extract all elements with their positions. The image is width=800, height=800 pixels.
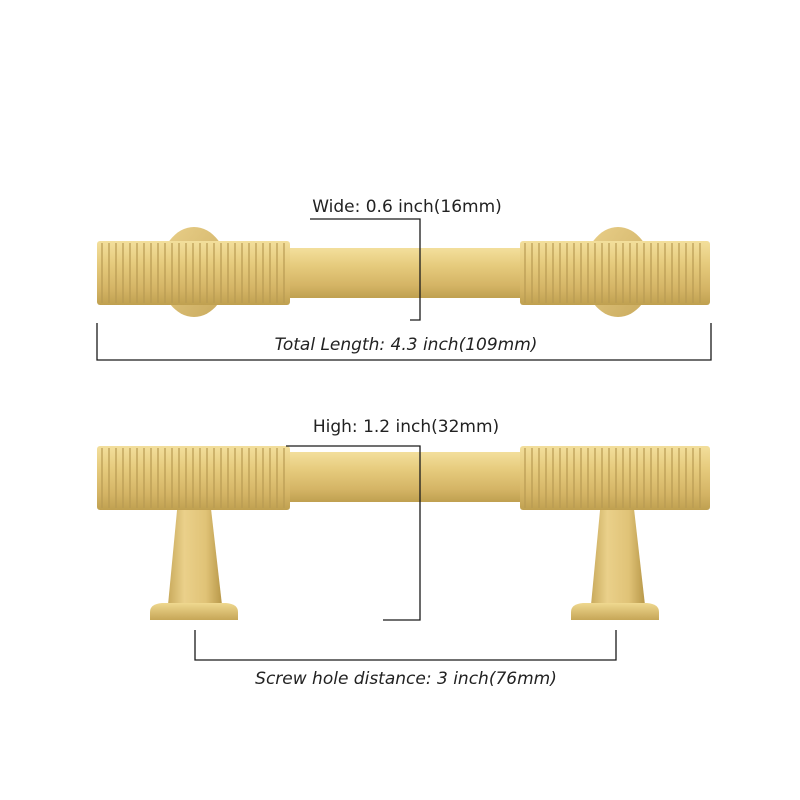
left-base xyxy=(150,603,238,620)
total-length-label: Total Length: 4.3 inch(109mm) xyxy=(275,335,538,355)
total-length-dimension: Total Length: 4.3 inch(109mm) xyxy=(96,323,712,361)
top-right-grip xyxy=(520,241,710,305)
high-label: High: 1.2 inch(32mm) xyxy=(313,417,499,437)
wide-dimension-bracket xyxy=(310,218,421,321)
screw-distance-bracket xyxy=(194,630,617,661)
left-post xyxy=(168,500,222,605)
high-dimension: High: 1.2 inch(32mm) xyxy=(286,417,499,621)
right-post xyxy=(591,500,645,605)
wide-label: Wide: 0.6 inch(16mm) xyxy=(312,197,502,217)
top-center-bar xyxy=(282,248,530,298)
side-grip-grooves xyxy=(101,448,701,508)
side-view-handle xyxy=(97,446,710,620)
total-length-bracket xyxy=(96,323,712,361)
top-view-handle xyxy=(97,227,710,317)
top-grip-grooves xyxy=(101,243,701,303)
screw-distance-label: Screw hole distance: 3 inch(76mm) xyxy=(255,669,557,689)
wide-dimension: Wide: 0.6 inch(16mm) xyxy=(310,197,502,321)
right-base xyxy=(571,603,659,620)
side-right-grip xyxy=(520,446,710,510)
high-dimension-bracket xyxy=(286,445,421,621)
side-center-bar xyxy=(282,452,530,502)
screw-distance-dimension: Screw hole distance: 3 inch(76mm) xyxy=(194,630,617,689)
